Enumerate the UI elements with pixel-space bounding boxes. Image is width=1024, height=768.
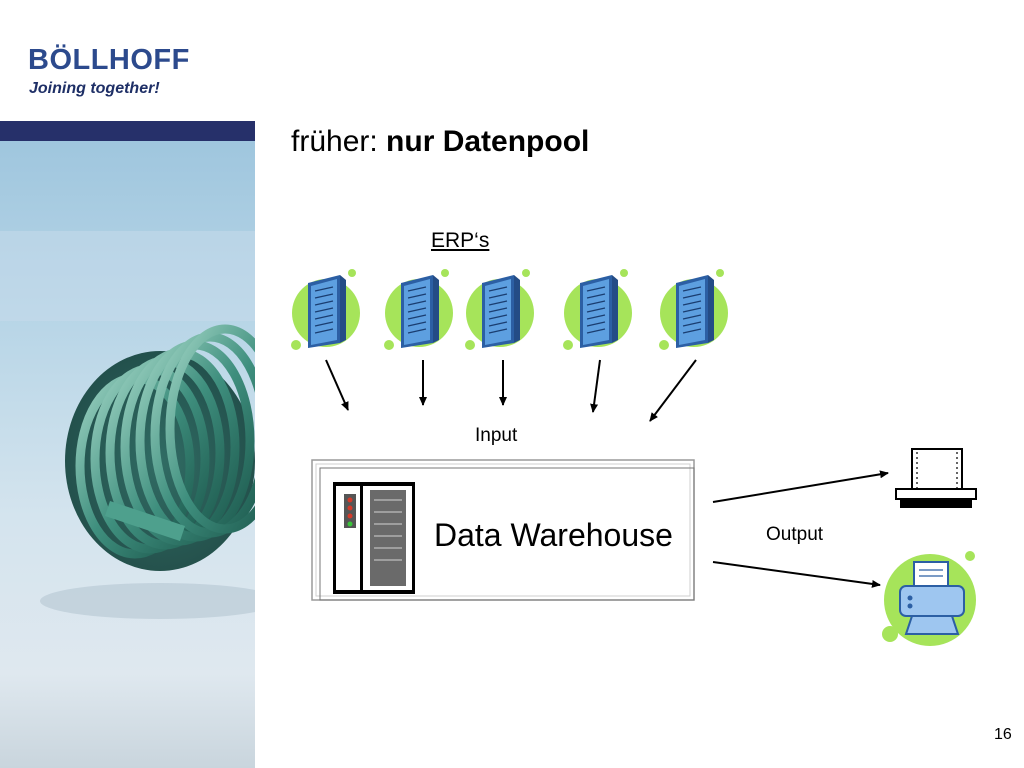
erp-server-icon [383, 268, 454, 351]
printer-icon [895, 448, 977, 508]
coil-tang [105, 501, 185, 541]
slide-title: früher: nur Datenpool [291, 125, 589, 159]
sidebar-color-bar [0, 121, 255, 141]
data-warehouse-label: Data Warehouse [434, 517, 673, 553]
erp-sources-label: ERP‘s [431, 229, 490, 252]
input-arrow [590, 359, 601, 413]
laser-printer-icon [882, 551, 976, 646]
slide-title-prefix: früher: [291, 125, 387, 158]
erp-server-icon [658, 268, 729, 351]
erp-server-icon [562, 268, 633, 351]
slide-title-bold: nur Datenpool [386, 125, 590, 158]
input-arrows [325, 359, 697, 422]
erp-server-icon [290, 268, 361, 351]
output-arrow [712, 470, 889, 503]
output-arrow [712, 561, 881, 588]
logo-wordmark: BÖLLHOFF [28, 44, 190, 76]
input-arrow [325, 359, 349, 411]
input-arrow [649, 359, 697, 422]
sidebar-thread-insert-photo [0, 141, 255, 768]
output-label: Output [766, 524, 824, 545]
input-label: Input [475, 425, 518, 446]
coil-rings [75, 324, 255, 559]
warehouse-server-icon [333, 482, 415, 594]
page-number: 16 [994, 726, 1012, 743]
erp-server-icon [464, 268, 535, 351]
bollhoff-logo: BÖLLHOFF Joining together! [28, 44, 258, 104]
logo-tagline: Joining together! [29, 80, 160, 97]
output-arrows [712, 470, 889, 588]
